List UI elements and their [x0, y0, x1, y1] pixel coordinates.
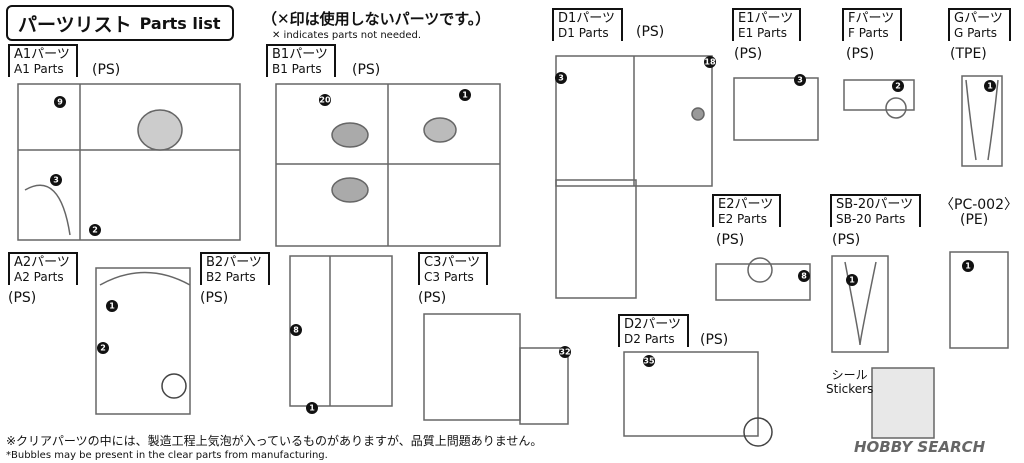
sprue-a2-frame — [95, 267, 191, 415]
label-a1: A1パーツ A1 Parts — [8, 44, 78, 77]
sprue-sb20-frame — [831, 255, 889, 353]
sprue-c3-frame — [423, 313, 521, 421]
mat-c3: (PS) — [418, 290, 447, 306]
mat-sb20: (PS) — [832, 232, 861, 248]
label-c3: C3パーツ C3 Parts — [418, 252, 489, 285]
sprue-a1-frame — [17, 83, 241, 241]
sprue-f-frame — [843, 79, 915, 111]
svg-text:3: 3 — [797, 76, 803, 85]
svg-text:2: 2 — [92, 226, 98, 235]
part-number-markers: 9 3 2 20 1 1 2 8 1 32 3 18 35 3 2 1 8 1 … — [50, 56, 996, 414]
mat-a2: (PS) — [8, 290, 37, 306]
sprue-g-frame — [961, 75, 1003, 167]
svg-text:1: 1 — [109, 302, 115, 311]
sprue-pc002-frame — [949, 251, 1009, 349]
svg-text:1: 1 — [462, 91, 468, 100]
title-jp: パーツリスト — [18, 13, 132, 36]
label-b1: B1パーツ B1 Parts — [266, 44, 336, 77]
svg-text:9: 9 — [57, 98, 63, 107]
mat-d2: (PS) — [700, 332, 729, 348]
svg-text:1: 1 — [987, 82, 993, 91]
label-sb20: SB-20パーツ SB-20 Parts — [830, 194, 922, 227]
svg-text:2: 2 — [895, 82, 901, 91]
sprue-b2-frame — [289, 255, 393, 407]
label-pc002: 〈PC-002〉 — [940, 197, 1018, 213]
svg-text:2: 2 — [100, 344, 106, 353]
mat-b2: (PS) — [200, 290, 229, 306]
sprue-d2-frame — [623, 351, 759, 437]
svg-text:1: 1 — [849, 276, 855, 285]
label-g: Gパーツ G Parts — [948, 8, 1011, 41]
svg-text:18: 18 — [704, 58, 716, 67]
sticker-sheet — [871, 367, 935, 439]
parts-list-title: パーツリスト Parts list — [6, 5, 234, 41]
label-a2: A2パーツ A2 Parts — [8, 252, 78, 285]
mat-b1: (PS) — [352, 62, 381, 78]
svg-text:8: 8 — [801, 272, 807, 281]
sprue-e1-frame — [733, 77, 819, 141]
title-en: Parts list — [139, 13, 221, 33]
footer-note-en: *Bubbles may be present in the clear par… — [6, 450, 328, 461]
svg-text:8: 8 — [293, 326, 299, 335]
svg-text:3: 3 — [53, 176, 59, 185]
note-en: ✕ indicates parts not needed. — [272, 30, 422, 41]
mat-f: (PS) — [846, 46, 875, 62]
label-e2: E2パーツ E2 Parts — [712, 194, 782, 227]
svg-text:3: 3 — [558, 74, 564, 83]
label-b2: B2パーツ B2 Parts — [200, 252, 270, 285]
label-d2: D2パーツ D2 Parts — [618, 314, 690, 347]
stickers-label: シール Stickers — [826, 368, 874, 396]
label-d1: D1パーツ D1 Parts — [552, 8, 624, 41]
svg-text:35: 35 — [643, 357, 655, 366]
mat-g: (TPE) — [950, 46, 987, 62]
svg-text:20: 20 — [319, 96, 331, 105]
mat-d1: (PS) — [636, 24, 665, 40]
sprue-e2-frame — [715, 263, 811, 301]
note-jp: （✕印は使用しないパーツです。） — [262, 10, 491, 28]
svg-text:32: 32 — [559, 348, 570, 357]
label-e1: E1パーツ E1 Parts — [732, 8, 802, 41]
hobby-search-watermark: HOBBY SEARCH — [854, 438, 986, 456]
svg-text:1: 1 — [965, 262, 971, 271]
mat-e2: (PS) — [716, 232, 745, 248]
footer-note-jp: ※クリアパーツの中には、製造工程上気泡が入っているものがありますが、品質上問題あ… — [6, 434, 543, 448]
mat-pc002: (PE) — [960, 212, 989, 228]
label-f: Fパーツ F Parts — [842, 8, 903, 41]
svg-text:1: 1 — [309, 404, 315, 413]
mat-a1: (PS) — [92, 62, 121, 78]
mat-e1: (PS) — [734, 46, 763, 62]
